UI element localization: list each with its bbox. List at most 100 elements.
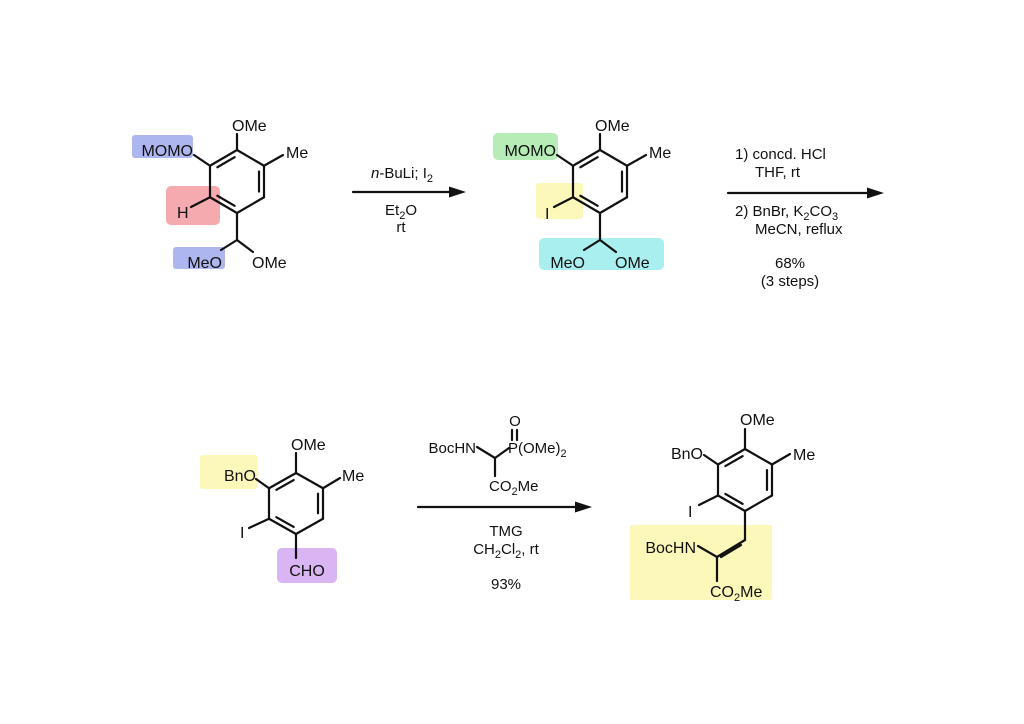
double-bond-inner bbox=[275, 478, 295, 491]
step2-steps: (3 steps) bbox=[761, 273, 819, 290]
step3-yield: 93% bbox=[491, 576, 521, 593]
bond-momo bbox=[555, 153, 575, 167]
highlight-boxes bbox=[132, 133, 772, 600]
double-bond-inner bbox=[724, 492, 744, 505]
double-bond-inner bbox=[216, 194, 236, 207]
ring-bond bbox=[208, 196, 239, 215]
cho-highlight-purple bbox=[277, 548, 337, 583]
bond-alkene bbox=[715, 538, 747, 559]
meo-label: MeO bbox=[187, 255, 222, 272]
me-label: Me bbox=[793, 447, 815, 464]
ring-bond bbox=[571, 196, 602, 215]
bond-alkene-inner bbox=[719, 543, 743, 559]
arrowhead-icon bbox=[867, 187, 884, 199]
ring-bond bbox=[267, 471, 298, 490]
bno-label: BnO bbox=[671, 446, 703, 463]
momo-highlight-green bbox=[493, 133, 558, 160]
double-bond-inner bbox=[724, 455, 744, 468]
solvent-ch2cl2: CH2Cl2, rt bbox=[473, 541, 539, 561]
bond-me bbox=[321, 476, 342, 490]
bond-momo bbox=[192, 153, 212, 167]
ring-bond bbox=[716, 447, 747, 466]
arrowhead-icon bbox=[449, 186, 466, 198]
bond-bno bbox=[254, 477, 271, 490]
bno-highlight-yellow bbox=[200, 455, 258, 489]
ome-label: OMe bbox=[232, 118, 267, 135]
bno-label: BnO bbox=[224, 468, 256, 485]
ring-bond bbox=[598, 196, 629, 215]
arrowhead-icon bbox=[575, 501, 592, 513]
step2-line-1: 1) concd. HCl bbox=[735, 146, 826, 163]
ring-bond bbox=[267, 517, 298, 536]
step-3-conditions: O P(OMe)2 BocHN CO2Me TMG CH2Cl2, rt 93% bbox=[428, 413, 566, 593]
reagent-nbuli-i2: n-BuLi; I2 bbox=[371, 165, 433, 185]
ome-label-right: OMe bbox=[615, 255, 650, 272]
bond-me bbox=[262, 153, 285, 167]
bond-ome-right bbox=[598, 238, 618, 254]
bond-ome-right bbox=[235, 238, 255, 254]
bond-me bbox=[770, 452, 792, 466]
step2-yield: 68% bbox=[775, 255, 805, 272]
bonds bbox=[189, 132, 884, 583]
iodine-label: I bbox=[688, 504, 692, 521]
step-1-conditions: n-BuLi; I2 Et2O rt bbox=[371, 165, 433, 236]
iodine-label: I bbox=[545, 206, 549, 223]
iodine-highlight-yellow bbox=[536, 183, 583, 219]
bochn-label: BocHN bbox=[645, 540, 696, 557]
base-tmg: TMG bbox=[489, 523, 522, 540]
ome-label: OMe bbox=[740, 412, 775, 429]
ring-bond bbox=[743, 494, 774, 513]
bond-meo bbox=[219, 238, 239, 252]
phosphonate-oxygen: O bbox=[509, 413, 521, 430]
momo-label: MOMO bbox=[141, 143, 193, 160]
bond-c-p bbox=[493, 446, 511, 460]
reagent-co2me: CO2Me bbox=[489, 478, 538, 498]
ring-bond bbox=[208, 148, 239, 167]
meo-highlight-blue bbox=[173, 247, 225, 269]
compound-1-starting-material: OMe Me MOMO H MeO OMe bbox=[141, 118, 308, 272]
step2-line-3: 2) BnBr, K2CO3 bbox=[735, 203, 838, 223]
dehydroamino-ester-highlight-yellow bbox=[630, 525, 772, 600]
ring-bond bbox=[235, 148, 266, 167]
ring-bond bbox=[743, 447, 774, 466]
solvent-et2o: Et2O bbox=[385, 202, 417, 222]
me-label: Me bbox=[649, 145, 671, 162]
acetal-highlight-cyan bbox=[539, 238, 664, 270]
bond-iodine bbox=[247, 517, 271, 530]
ring-bond bbox=[235, 196, 266, 215]
bond-bno bbox=[702, 453, 720, 466]
reagent-bochn: BocHN bbox=[428, 440, 476, 457]
ring-bond bbox=[294, 471, 325, 490]
h-label: H bbox=[177, 205, 189, 222]
me-label: Me bbox=[286, 145, 308, 162]
ome-label-right: OMe bbox=[252, 255, 287, 272]
co2me-label: CO2Me bbox=[710, 584, 762, 604]
ring-bond bbox=[716, 494, 747, 513]
temperature-rt: rt bbox=[396, 219, 406, 236]
bond-meo bbox=[582, 238, 602, 252]
compound-3-aldehyde: OMe Me BnO I CHO bbox=[224, 437, 364, 580]
bond-bochn bbox=[696, 544, 719, 559]
double-bond-inner bbox=[275, 516, 295, 529]
phosphonate-group: P(OMe)2 bbox=[508, 440, 567, 460]
bond-h bbox=[189, 196, 212, 209]
ome-label: OMe bbox=[595, 118, 630, 135]
double-bond-inner bbox=[579, 156, 599, 169]
compound-2-iodide: OMe Me MOMO I MeO OMe bbox=[504, 118, 671, 272]
meo-label: MeO bbox=[550, 255, 585, 272]
bond-iodine bbox=[697, 494, 720, 507]
iodine-label: I bbox=[240, 525, 244, 542]
momo-highlight-blue bbox=[132, 135, 193, 158]
momo-label: MOMO bbox=[504, 143, 556, 160]
double-bond-inner bbox=[579, 194, 599, 207]
compound-4-product: OMe Me BnO I BocHN CO2Me bbox=[645, 412, 815, 604]
me-label: Me bbox=[342, 468, 364, 485]
step-2-conditions: 1) concd. HCl THF, rt 2) BnBr, K2CO3 MeC… bbox=[735, 146, 843, 290]
step2-line-4: MeCN, reflux bbox=[755, 221, 843, 238]
bond-iodine bbox=[552, 196, 575, 209]
ring-bond bbox=[571, 148, 602, 167]
ring-bond bbox=[294, 517, 325, 536]
bond-n-c bbox=[475, 445, 497, 460]
step2-line-2: THF, rt bbox=[755, 164, 801, 181]
